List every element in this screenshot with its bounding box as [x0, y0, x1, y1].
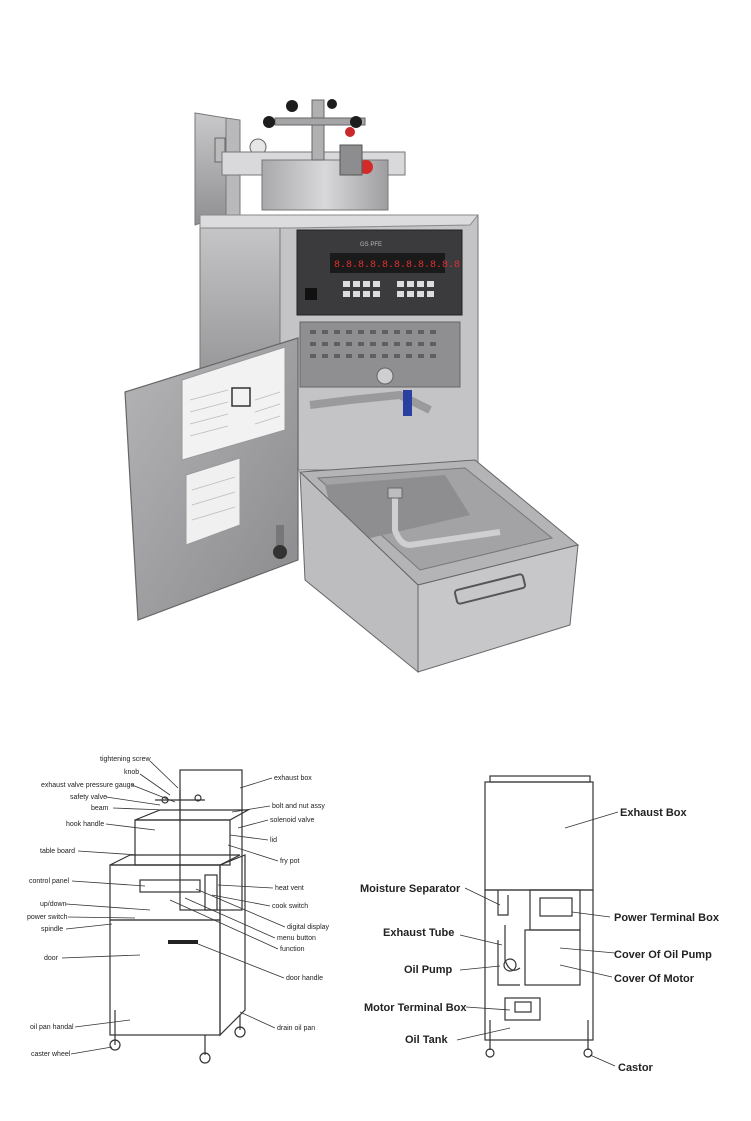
lid — [221, 99, 406, 211]
label-oil-pan-handal: oil pan handal — [30, 1024, 74, 1031]
label-oil-tank: Oil Tank — [405, 1034, 448, 1046]
label-tightening-screw: tightening screw — [100, 756, 152, 763]
label-bolt-and-nut-assy: bolt and nut assy — [272, 803, 325, 810]
label-knob: knob — [124, 769, 139, 776]
label-control-panel: control panel — [29, 878, 70, 885]
label-safety-valve: safety valve — [70, 794, 107, 801]
label-up-down: up/down — [40, 901, 67, 908]
label-cover-of-motor: Cover Of Motor — [614, 973, 695, 985]
panel-brand: GS PFE — [360, 242, 382, 248]
caster-wheel — [273, 525, 287, 559]
open-door[interactable] — [124, 337, 299, 621]
label-cook-switch: cook switch — [272, 903, 308, 910]
label-table-board: table board — [40, 848, 75, 855]
pressure-gauge — [214, 137, 267, 163]
label-oil-pump: Oil Pump — [404, 964, 453, 976]
label-beam: beam — [91, 805, 109, 812]
label-function: function — [280, 946, 305, 953]
label-lid: lid — [270, 837, 277, 844]
label-solenoid-valve: solenoid valve — [270, 817, 314, 824]
label-spindle: spindle — [41, 926, 63, 933]
label-cover-of-oil-pump: Cover Of Oil Pump — [614, 949, 712, 961]
fryer-outline — [109, 769, 251, 1064]
label-motor-terminal-box: Motor Terminal Box — [364, 1002, 467, 1014]
label-power-terminal-box: Power Terminal Box — [614, 912, 720, 924]
label-exhaust-tube: Exhaust Tube — [383, 927, 454, 939]
label-menu-button: menu button — [277, 935, 316, 942]
label-exhaust-valve-pressure-gauge: exhaust valve pressure gauge — [41, 782, 134, 789]
label-castor: Castor — [618, 1062, 654, 1074]
pressure-fryer-photo: GS PFE 8.8.8.8.8.8.8.8.8.8.8 — [124, 99, 580, 674]
label-heat-vent: heat vent — [275, 885, 304, 892]
label-door: door — [44, 955, 59, 962]
label-hook-handle: hook handle — [66, 821, 104, 828]
label-door-handle: door handle — [286, 975, 323, 982]
control-panel: GS PFE 8.8.8.8.8.8.8.8.8.8.8 — [296, 229, 463, 316]
heat-vent — [299, 321, 461, 416]
menu-buttons[interactable] — [343, 281, 434, 297]
digital-display-readout: 8.8.8.8.8.8.8.8.8.8.8 — [334, 260, 460, 271]
label-fry-pot: fry pot — [280, 858, 300, 865]
drain-oil-pan[interactable] — [298, 459, 580, 674]
label-power-switch: power switch — [27, 914, 68, 921]
fryer-front-diagram: tightening screw knob exhaust valve pres… — [27, 756, 330, 1064]
label-exhaust-box: Exhaust Box — [620, 807, 688, 819]
label-digital-display: digital display — [287, 924, 330, 931]
label-exhaust-box: exhaust box — [274, 775, 312, 782]
label-moisture-separator: Moisture Separator — [360, 883, 461, 895]
fryer-rear-diagram: Exhaust Box Moisture Separator Power Ter… — [360, 775, 720, 1074]
fryer-rear-outline — [484, 775, 594, 1058]
label-drain-oil-pan: drain oil pan — [277, 1025, 315, 1032]
power-switch[interactable] — [305, 288, 317, 300]
label-caster-wheel: caster wheel — [31, 1051, 71, 1058]
